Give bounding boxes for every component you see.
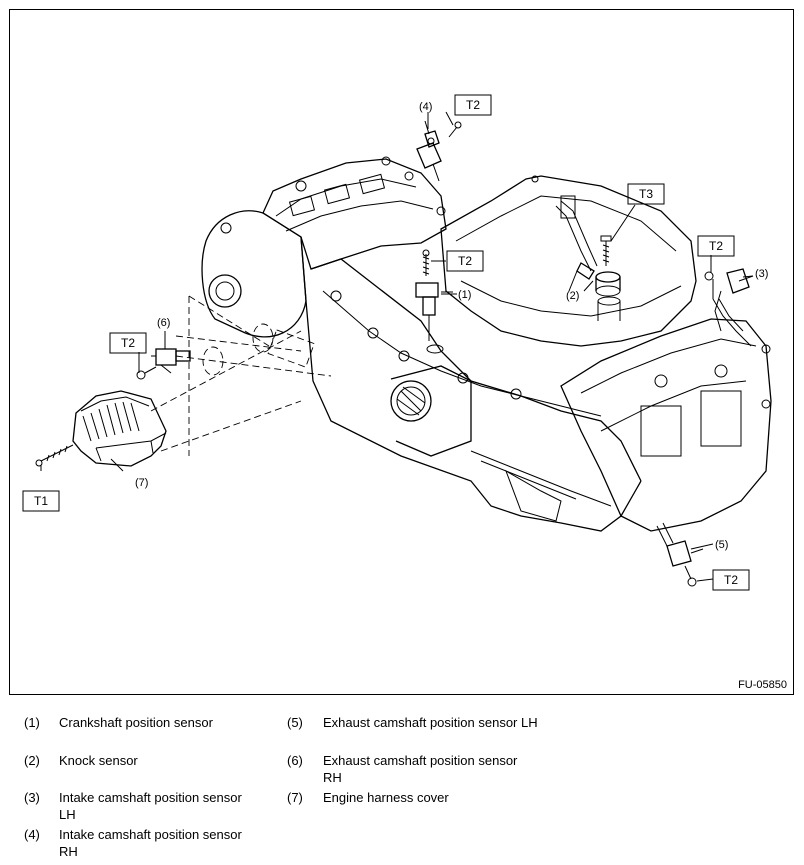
- torque-box-t2-intake-lh: T2: [697, 235, 735, 257]
- torque-box-t2-crank: T2: [446, 250, 484, 272]
- legend-text: Crankshaft position sensor: [59, 715, 213, 730]
- intake-cam-sensor-lh: [704, 268, 754, 347]
- callout-3: (3): [755, 268, 768, 280]
- callout-1: (1): [458, 289, 471, 301]
- torque-box-t2-exhaust-lh: T2: [712, 569, 750, 591]
- legend-text: Intake camshaft position sensor LH: [59, 790, 242, 822]
- crankshaft-sensor: [415, 249, 453, 354]
- exhaust-cam-sensor-rh: [136, 348, 191, 380]
- legend-num: (6): [287, 753, 303, 768]
- legend-num: (4): [24, 827, 40, 842]
- svg-text:T2: T2: [121, 336, 135, 350]
- legend-num: (7): [287, 790, 303, 805]
- svg-text:T2: T2: [466, 98, 480, 112]
- legend-text: Intake camshaft position sensor RH: [59, 827, 242, 859]
- exploded-view-dashes: [150, 295, 332, 456]
- exhaust-cam-sensor-lh: [656, 522, 704, 587]
- harness-cover: [35, 390, 167, 467]
- legend-num: (5): [287, 715, 303, 730]
- legend-text: Knock sensor: [59, 753, 138, 768]
- leader-lines: [40, 111, 754, 582]
- legend-num: (3): [24, 790, 40, 805]
- callout-7: (7): [135, 477, 148, 489]
- legend-text: Engine harness cover: [323, 790, 449, 805]
- knock-sensor: [568, 235, 621, 321]
- callout-4: (4): [419, 101, 432, 113]
- torque-box-t2-exhaust-rh: T2: [109, 332, 147, 354]
- svg-text:T3: T3: [639, 187, 653, 201]
- torque-box-t2-cam-rh: T2: [454, 94, 492, 116]
- figure-code: FU-05850: [738, 679, 787, 691]
- svg-text:T2: T2: [709, 239, 723, 253]
- legend-num: (2): [24, 753, 40, 768]
- intake-cam-sensor-rh: [416, 120, 462, 182]
- legend-text: Exhaust camshaft position sensor LH: [323, 715, 538, 730]
- engine-sensor-diagram: T2 T2 T3 T2 T2 T1 T2 (4) (1) (2) (3: [9, 9, 794, 695]
- svg-text:T2: T2: [458, 254, 472, 268]
- engine-illustration: T2 T2 T3 T2 T2 T1 T2 (4) (1) (2) (3: [22, 94, 772, 591]
- svg-text:T1: T1: [34, 494, 48, 508]
- torque-box-t3-knock: T3: [627, 183, 665, 205]
- legend-num: (1): [24, 715, 40, 730]
- callout-2: (2): [566, 290, 579, 302]
- engine-body: [201, 156, 772, 532]
- svg-text:T2: T2: [724, 573, 738, 587]
- torque-box-t1-cover: T1: [22, 490, 60, 512]
- legend-text: Exhaust camshaft position sensor RH: [323, 753, 518, 785]
- callout-5: (5): [715, 539, 728, 551]
- callout-6: (6): [157, 317, 170, 329]
